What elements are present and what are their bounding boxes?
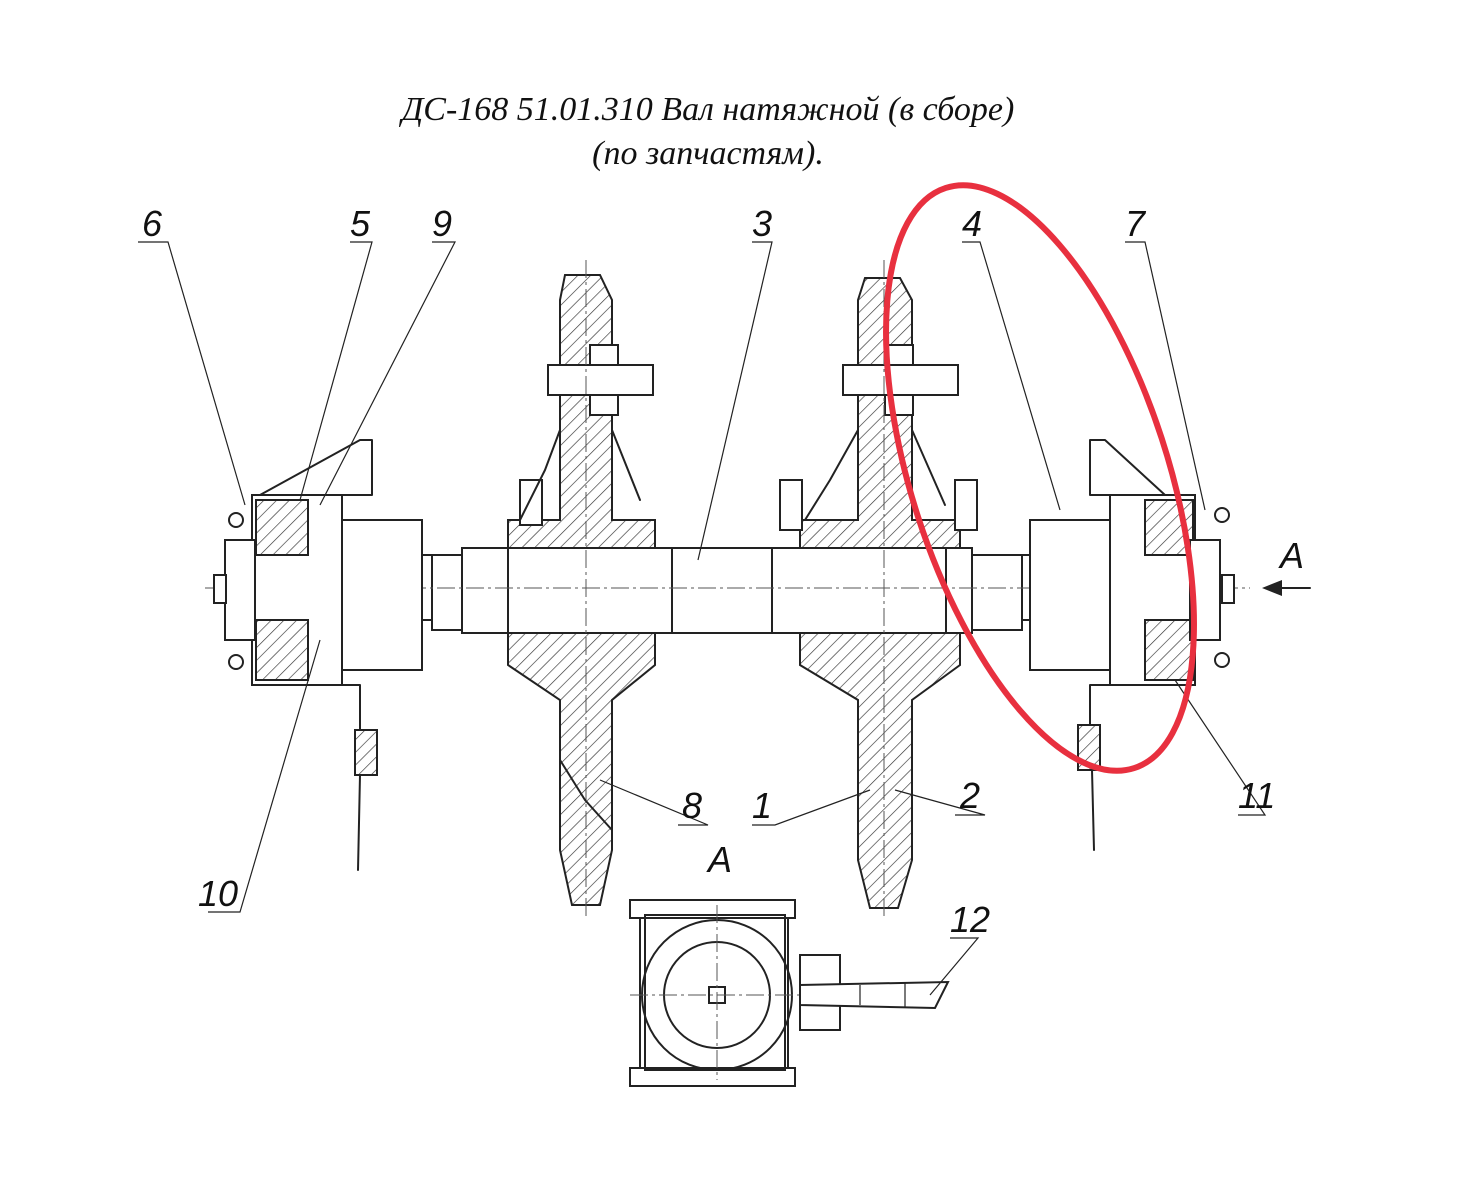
callout-4: 4 — [962, 203, 982, 244]
left-sprocket — [507, 260, 656, 920]
leader-lines — [138, 241, 1267, 996]
callout-10: 10 — [198, 873, 238, 914]
view-a-arrow — [1262, 580, 1311, 596]
callout-5: 5 — [350, 203, 371, 244]
left-bearing-housing — [213, 439, 423, 871]
right-sprocket — [779, 260, 978, 920]
callout-6: 6 — [142, 203, 163, 244]
arrow-a-label: A — [1278, 535, 1304, 576]
callout-3: 3 — [752, 203, 772, 244]
title-line-2: (по запчастям). — [592, 135, 824, 172]
callout-9: 9 — [432, 203, 452, 244]
callout-2: 2 — [959, 775, 980, 816]
section-a-label: A — [706, 839, 732, 880]
callout-12: 12 — [950, 899, 990, 940]
callout-11: 11 — [1238, 775, 1275, 816]
callout-7: 7 — [1125, 203, 1147, 244]
callout-labels: 6 5 9 3 4 7 10 8 1 2 11 12 A A — [142, 203, 1304, 940]
highlight-ellipse — [883, 182, 1197, 774]
callout-1: 1 — [752, 785, 772, 826]
callout-8: 8 — [682, 785, 702, 826]
drawing-title: ДС-168 51.01.310 Вал натяжной (в сборе) … — [0, 88, 1416, 176]
title-line-1: ДС-168 51.01.310 Вал натяжной (в сборе) — [401, 91, 1015, 128]
view-a-detail — [629, 899, 950, 1087]
